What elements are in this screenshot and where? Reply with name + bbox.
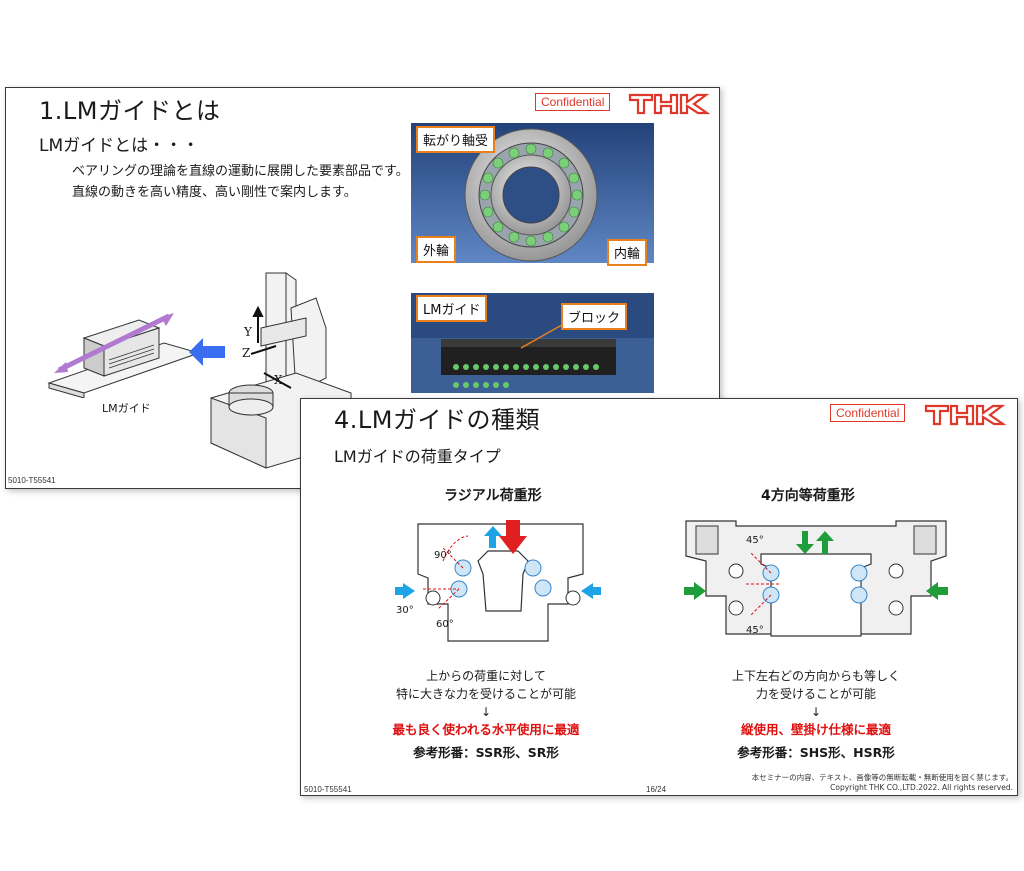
slide-title: 1.LMガイドとは <box>39 97 221 125</box>
radial-type-heading: ラジアル荷重形 <box>444 488 542 504</box>
radial-desc-line-2: 特に大きな力を受けることが可能 <box>395 687 576 701</box>
four-way-description: 上下左右どの方向からも等しく 力を受けることが可能 ↓ <box>701 667 931 721</box>
four-way-reference: 参考形番：SHS形、HSR形 <box>737 745 895 760</box>
page-number: 16/24 <box>646 785 667 794</box>
angle-45-top-label: 45° <box>746 535 764 546</box>
slide-subtitle: LMガイドとは・・・ <box>39 136 200 156</box>
slide-back: 1.LMガイドとは LMガイドとは・・・ ベアリングの理論を直線の運動に展開した… <box>5 87 720 489</box>
angle-90-label: 90° <box>434 550 452 561</box>
radial-description: 上からの荷重に対して 特に大きな力を受けることが可能 ↓ <box>371 667 601 721</box>
body-text: ベアリングの理論を直線の運動に展開した要素部品です。 直線の動きを高い精度、高い… <box>72 161 409 203</box>
tag-inner-ring: 内輪 <box>607 239 648 266</box>
radial-reference: 参考形番：SSR形、SR形 <box>413 745 559 760</box>
axis-x-label: X <box>274 373 283 387</box>
doc-id: 5010-T55541 <box>304 785 352 794</box>
slide-title: 4.LMガイドの種類 <box>334 406 540 434</box>
angle-30-label: 30° <box>396 605 414 616</box>
radial-type-diagram <box>395 520 601 642</box>
radial-highlight: 最も良く使われる水平使用に最適 <box>392 722 580 737</box>
down-arrow-icon: ↓ <box>480 705 492 719</box>
tag-rolling-bearing: 転がり軸受 <box>416 126 496 153</box>
tag-block: ブロック <box>561 303 628 330</box>
thk-logo <box>924 404 1007 426</box>
body-line-2: 直線の動きを高い精度、高い剛性で案内します。 <box>72 185 357 200</box>
confidential-badge: Confidential <box>535 93 611 111</box>
copyright-notice: 本セミナーの内容、テキスト、画像等の無断転載・無断使用を固く禁じます。 Copy… <box>681 773 1013 793</box>
confidential-badge: Confidential <box>830 404 906 422</box>
body-line-1: ベアリングの理論を直線の運動に展開した要素部品です。 <box>72 164 409 179</box>
axis-z-label: Z <box>242 346 251 360</box>
tag-lm-guide: LMガイド <box>416 295 488 322</box>
slide-front: 4.LMガイドの種類 LMガイドの荷重タイプ Confidential ラジアル… <box>300 398 1018 796</box>
arrow-left-icon <box>189 338 225 366</box>
four-way-highlight: 縦使用、壁掛け仕様に最適 <box>740 722 891 737</box>
angle-45-bottom-label: 45° <box>746 625 764 636</box>
slide-subtitle: LMガイドの荷重タイプ <box>334 447 501 466</box>
copyright-line: Copyright THK CO.,LTD.2022. All rights r… <box>830 783 1013 792</box>
notice-line: 本セミナーの内容、テキスト、画像等の無断転載・無断使用を固く禁じます。 <box>751 773 1013 782</box>
doc-id: 5010-T55541 <box>8 476 56 485</box>
tag-outer-ring: 外輪 <box>416 236 457 263</box>
lm-guide-caption: LMガイド <box>102 402 151 415</box>
four-way-desc-line-1: 上下左右どの方向からも等しく <box>731 669 900 683</box>
four-way-type-heading: 4方向等荷重形 <box>761 488 855 504</box>
thk-logo <box>628 93 711 115</box>
down-arrow-icon: ↓ <box>810 705 822 719</box>
axis-y-label: Y <box>244 325 252 339</box>
lm-guide-illustration <box>47 313 201 398</box>
four-way-desc-line-2: 力を受けることが可能 <box>755 687 876 701</box>
radial-desc-line-1: 上からの荷重に対して <box>426 669 546 683</box>
angle-60-label: 60° <box>436 619 454 630</box>
four-way-type-diagram <box>684 520 948 637</box>
